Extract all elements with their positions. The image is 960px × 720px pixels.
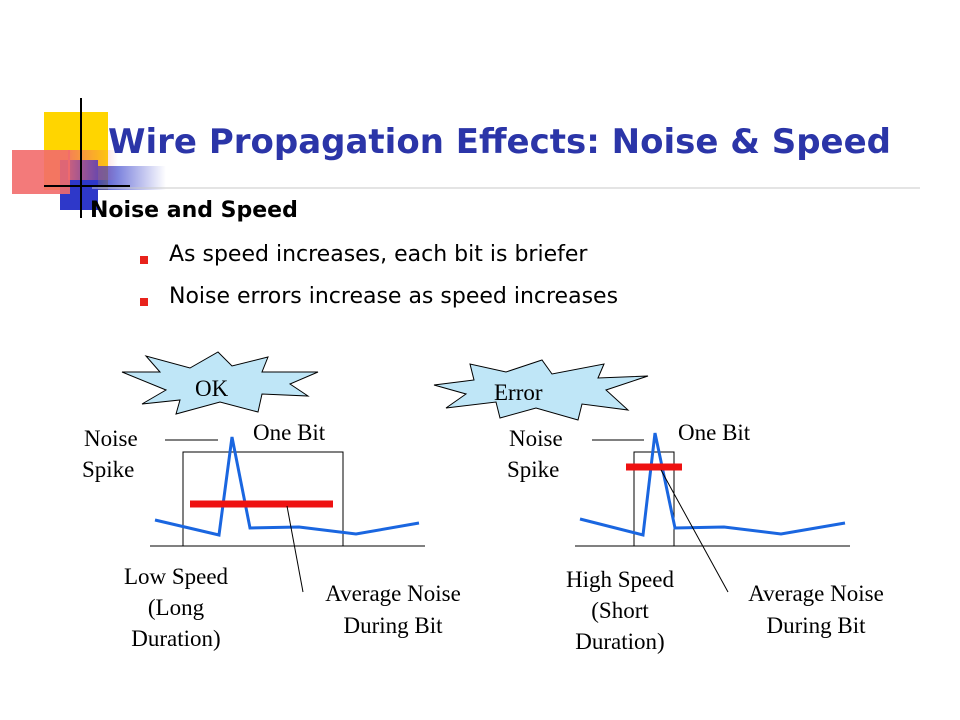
speed-label-line1: High Speed — [566, 567, 674, 592]
average-pointer — [660, 469, 729, 593]
left-diagram: OK Noise Spike One Bit Low Speed (Long D… — [82, 351, 461, 651]
right-diagram: Error Noise Spike One Bit High Speed (Sh… — [433, 359, 884, 654]
bullet-text: As speed increases, each bit is briefer — [169, 242, 588, 267]
noise-signal-line — [154, 436, 420, 537]
deco-red-fade — [68, 150, 118, 180]
speed-label-line2: (Short — [591, 598, 649, 623]
speed-label-line3: Duration) — [131, 626, 220, 651]
avg-label-line1: Average Noise — [748, 581, 884, 606]
speed-label-line1: Low Speed — [124, 564, 229, 589]
speed-label-line3: Duration) — [575, 629, 664, 654]
noise-label-line2: Spike — [507, 457, 559, 482]
noise-label-line2: Spike — [82, 457, 134, 482]
avg-label-line2: During Bit — [343, 613, 443, 638]
slide-title: Wire Propagation Effects: Noise & Speed — [108, 122, 892, 162]
noise-label-line1: Noise — [84, 426, 138, 451]
ok-label: OK — [195, 376, 229, 401]
noise-signal-line — [579, 432, 846, 537]
ok-burst-icon — [121, 351, 319, 415]
error-burst-icon — [433, 359, 649, 421]
section-heading: Noise and Speed — [90, 198, 298, 223]
bit-label: One Bit — [678, 420, 751, 445]
avg-label-line1: Average Noise — [325, 581, 461, 606]
bullet-icon — [140, 298, 148, 306]
error-label: Error — [494, 380, 543, 405]
bullet-item: As speed increases, each bit is briefer — [140, 242, 618, 284]
noise-label-line1: Noise — [509, 426, 563, 451]
bullet-list: As speed increases, each bit is briefer … — [140, 242, 618, 326]
average-pointer — [286, 505, 304, 593]
speed-label-line2: (Long — [148, 595, 205, 620]
bit-label: One Bit — [253, 420, 326, 445]
bullet-item: Noise errors increase as speed increases — [140, 284, 618, 326]
avg-label-line2: During Bit — [766, 613, 866, 638]
bullet-icon — [140, 256, 148, 264]
bullet-text: Noise errors increase as speed increases — [169, 284, 619, 309]
